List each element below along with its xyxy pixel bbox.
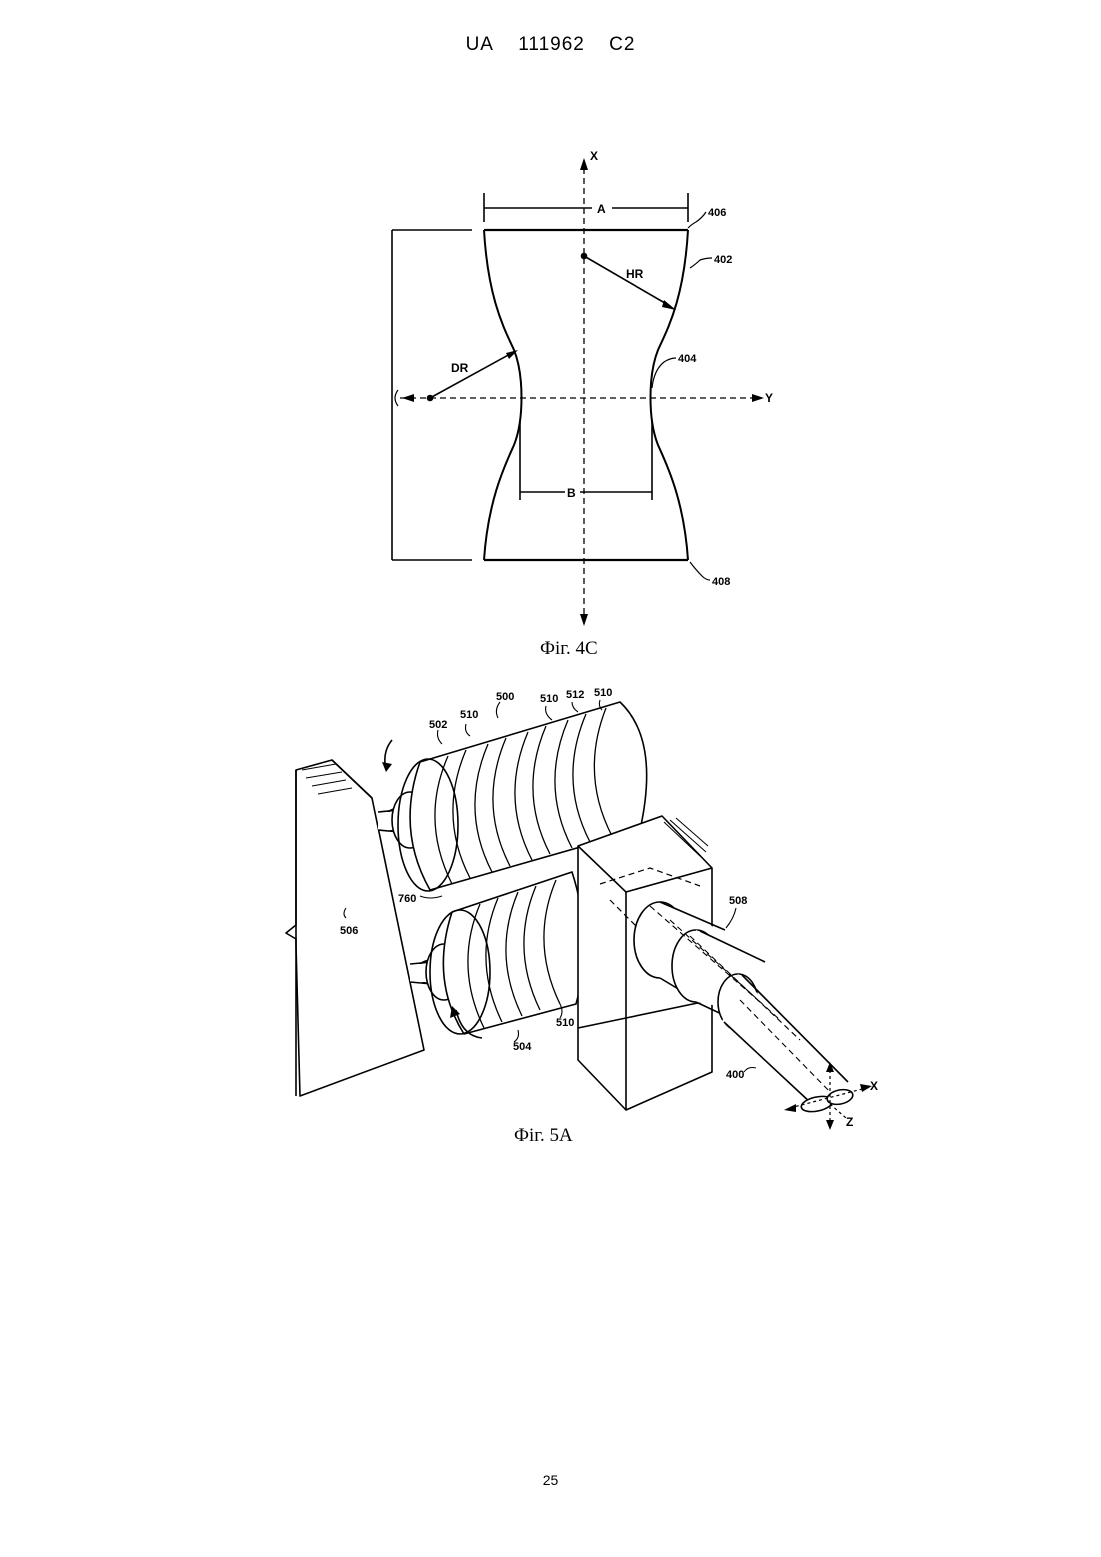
fig5a-ref-510-b: 510: [540, 693, 558, 705]
page-number: 25: [0, 1472, 1101, 1488]
fig5a-ref-510-c: 510: [594, 687, 612, 699]
fig5a-ref-510-d: 510: [556, 1017, 574, 1029]
figure-5a-caption: Фіг. 5A: [514, 1125, 573, 1147]
fig5a-ref-506: 506: [340, 925, 358, 937]
fig5a-axis-z-label: Z: [846, 1115, 853, 1129]
fig5a-ref-510-a: 510: [460, 709, 478, 721]
fig5a-ref-512: 512: [566, 689, 584, 701]
fig5a-ref-760: 760: [398, 893, 416, 905]
fig5a-ref-508: 508: [729, 895, 747, 907]
fig5a-axis-x-label: X: [870, 1079, 878, 1093]
fig5a-ref-502: 502: [429, 719, 447, 731]
fig5a-ref-500: 500: [496, 691, 514, 703]
fig5a-ref-400: 400: [726, 1069, 744, 1081]
fig5a-ref-504: 504: [513, 1041, 532, 1053]
